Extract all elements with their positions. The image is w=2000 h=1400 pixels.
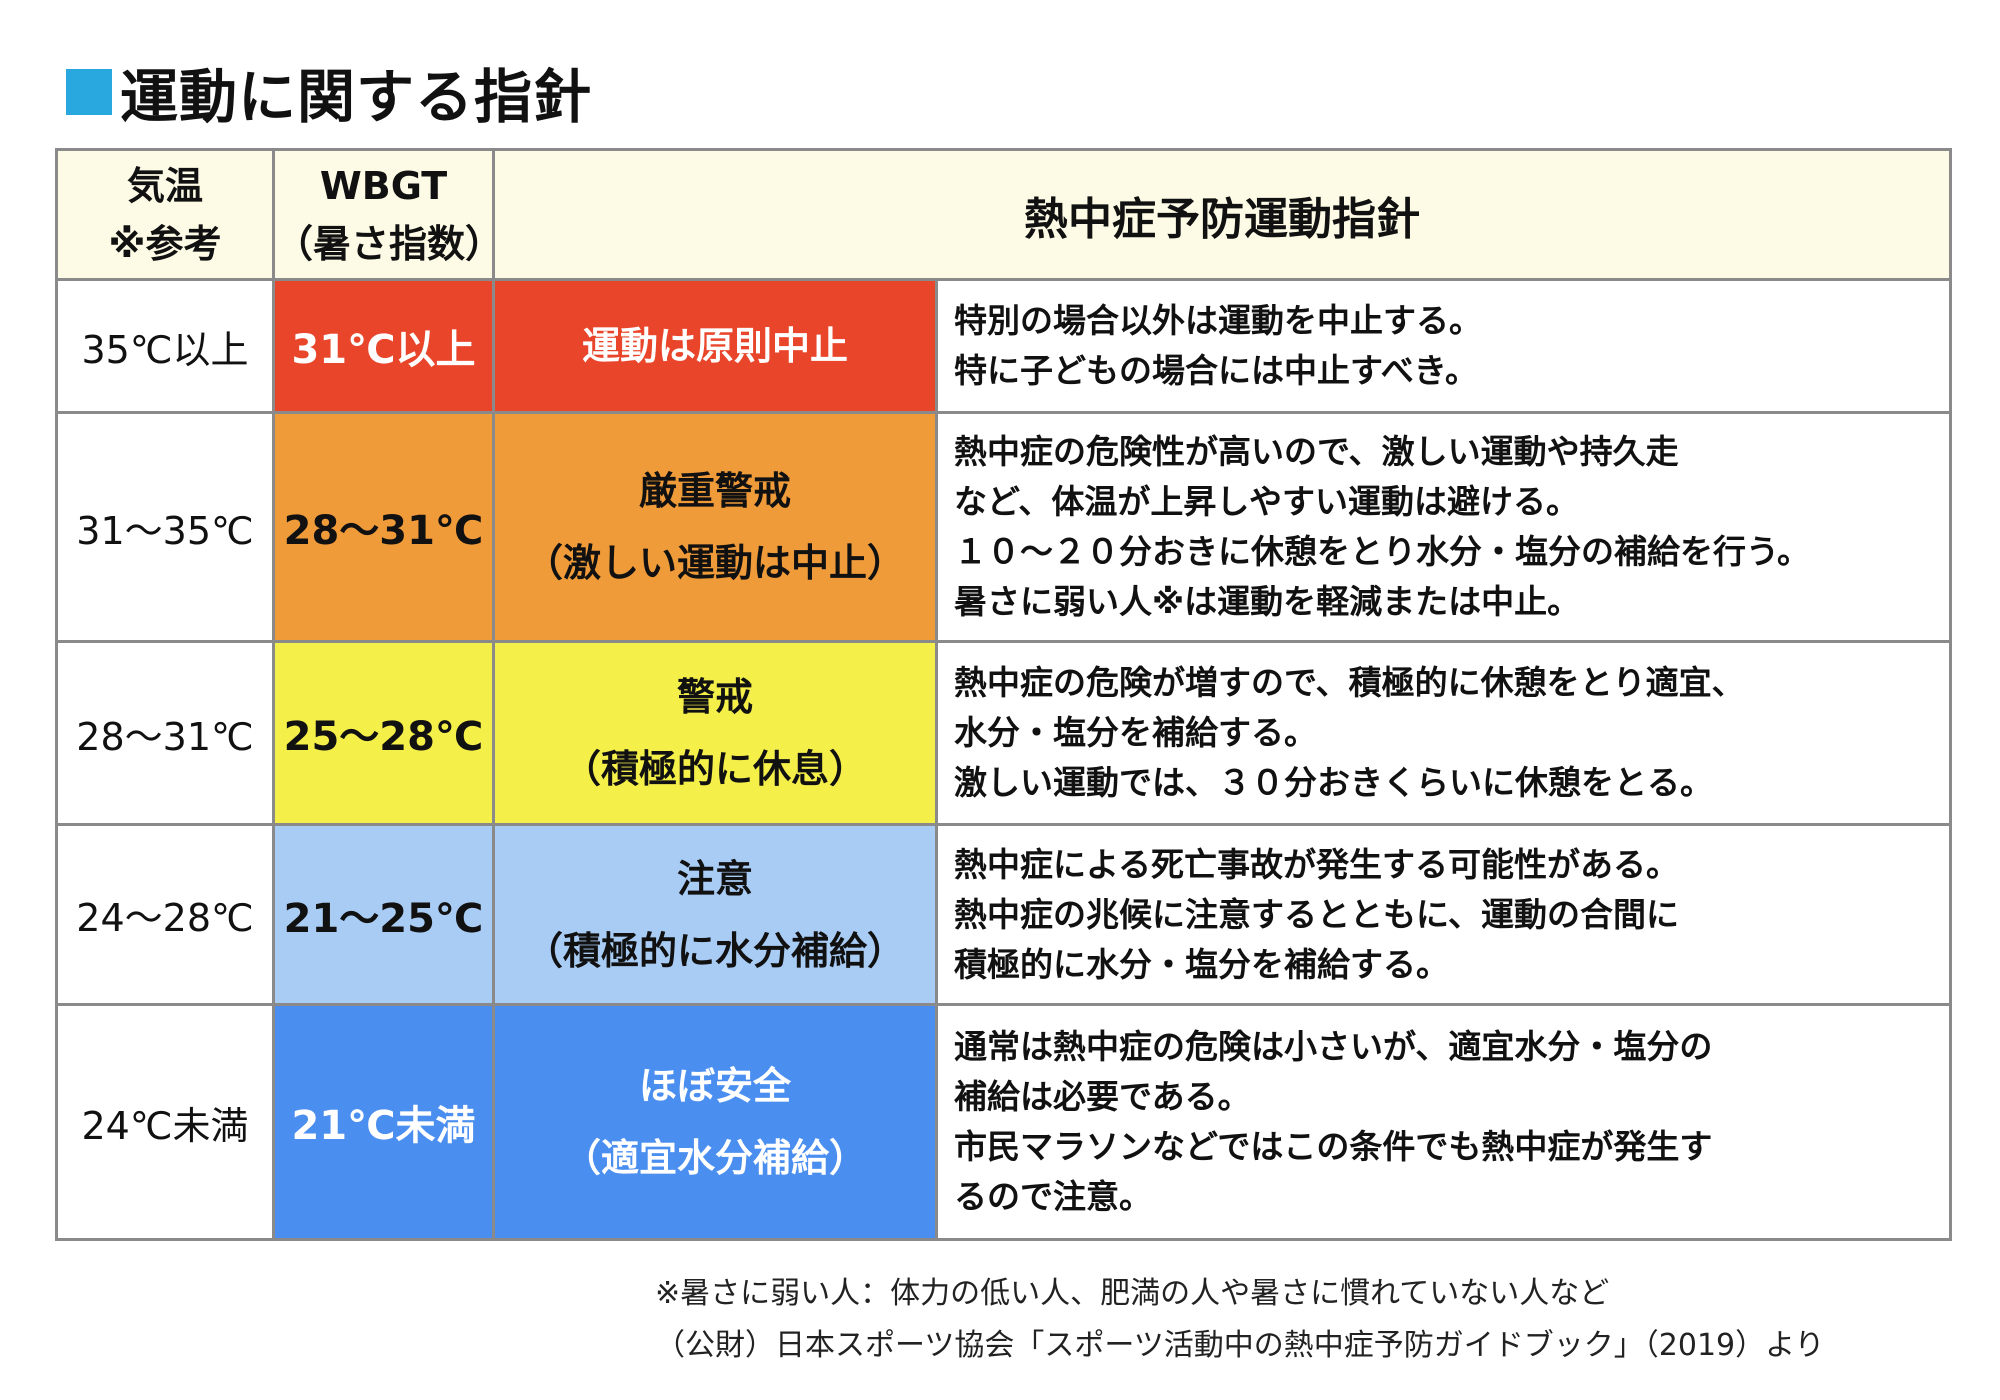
page-title: 運動に関する指針	[66, 50, 592, 134]
description-cell: 通常は熱中症の危険は小さいが、適宜水分・塩分の補給は必要である。市民マラソンなど…	[935, 1003, 1952, 1241]
description-cell: 熱中症の危険が増すので、積極的に休憩をとり適宜、水分・塩分を補給する。激しい運動…	[935, 640, 1952, 826]
level-sublabel: （積極的に水分補給）	[524, 928, 905, 973]
title-square-icon	[66, 69, 112, 115]
description-line: など、体温が上昇しやすい運動は避ける。	[954, 482, 1580, 521]
air-temp-cell: 28〜31℃	[55, 640, 275, 826]
level-cell: 厳重警戒 （激しい運動は中止）	[492, 411, 938, 643]
description-line: 熱中症の兆候に注意するとともに、運動の合間に	[954, 894, 1680, 934]
wbgt-cell: 21℃未満	[272, 1003, 495, 1241]
level-label: 運動は原則中止	[581, 324, 848, 368]
description-line: 激しい運動では、３０分おきくらいに休憩をとる。	[954, 763, 1713, 802]
footnote-heat-sensitive: ※暑さに弱い人：体力の低い人、肥満の人や暑さに慣れていない人など	[655, 1276, 1610, 1311]
description-line: 暑さに弱い人※は運動を軽減または中止。	[954, 582, 1581, 621]
description-line: 熱中症による死亡事故が発生する可能性がある。	[954, 844, 1680, 884]
description-line: 熱中症の危険性が高いので、激しい運動や持久走	[954, 432, 1679, 471]
level-sublabel: （激しい運動は中止）	[524, 541, 905, 585]
level-cell: ほぼ安全 （適宜水分補給）	[492, 1003, 938, 1241]
table-header-row: 気温 ※参考 WBGT （暑さ指数） 熱中症予防運動指針	[55, 148, 1952, 281]
level-cell: 注意 （積極的に水分補給）	[492, 823, 938, 1006]
description-line: 水分・塩分を補給する。	[954, 713, 1317, 752]
wbgt-cell: 28〜31℃	[272, 411, 495, 643]
level-sublabel: （適宜水分補給）	[562, 1136, 867, 1180]
air-temp-cell: 31〜35℃	[55, 411, 275, 643]
description-line: 特別の場合以外は運動を中止する。	[954, 301, 1482, 340]
description-line: 積極的に水分・塩分を補給する。	[954, 944, 1449, 984]
description-cell: 熱中症の危険性が高いので、激しい運動や持久走など、体温が上昇しやすい運動は避ける…	[935, 411, 1952, 643]
wbgt-cell: 31℃以上	[272, 278, 495, 414]
description-line: 特に子どもの場合には中止すべき。	[954, 351, 1479, 390]
description-line: 通常は熱中症の危険は小さいが、適宜水分・塩分の	[954, 1027, 1713, 1066]
level-label: ほぼ安全	[638, 1064, 791, 1108]
description-cell: 熱中症による死亡事故が発生する可能性がある。熱中症の兆候に注意するとともに、運動…	[935, 823, 1952, 1006]
air-temp-cell: 24〜28℃	[55, 823, 275, 1006]
level-label: 厳重警戒	[638, 469, 791, 513]
title-text: 運動に関する指針	[120, 63, 593, 131]
description-line: るので注意。	[954, 1177, 1152, 1216]
header-guideline: 熱中症予防運動指針	[492, 148, 1952, 281]
level-cell: 警戒 （積極的に休息）	[492, 640, 938, 826]
description-line: 熱中症の危険が増すので、積極的に休憩をとり適宜、	[954, 663, 1745, 702]
air-temp-cell: 35℃以上	[55, 278, 275, 414]
description-line: １０〜２０分おきに休憩をとり水分・塩分の補給を行う。	[954, 532, 1811, 571]
footnotes: ※暑さに弱い人：体力の低い人、肥満の人や暑さに慣れていない人など （公財）日本ス…	[655, 1268, 1825, 1372]
air-temp-cell: 24℃未満	[55, 1003, 275, 1241]
level-label: 警戒	[676, 675, 753, 719]
level-cell: 運動は原則中止	[492, 278, 938, 414]
wbgt-cell: 21〜25℃	[272, 823, 495, 1006]
wbgt-cell: 25〜28℃	[272, 640, 495, 826]
header-air-temp: 気温 ※参考	[55, 148, 275, 281]
description-cell: 特別の場合以外は運動を中止する。特に子どもの場合には中止すべき。	[935, 278, 1952, 414]
description-line: 市民マラソンなどではこの条件でも熱中症が発生す	[954, 1127, 1713, 1166]
header-wbgt: WBGT （暑さ指数）	[272, 148, 503, 281]
footnote-source: （公財）日本スポーツ協会「スポーツ活動中の熱中症予防ガイドブック」（2019）よ…	[655, 1328, 1825, 1363]
description-line: 補給は必要である。	[954, 1077, 1251, 1116]
level-label: 注意	[676, 856, 753, 901]
level-sublabel: （積極的に休息）	[562, 747, 867, 791]
